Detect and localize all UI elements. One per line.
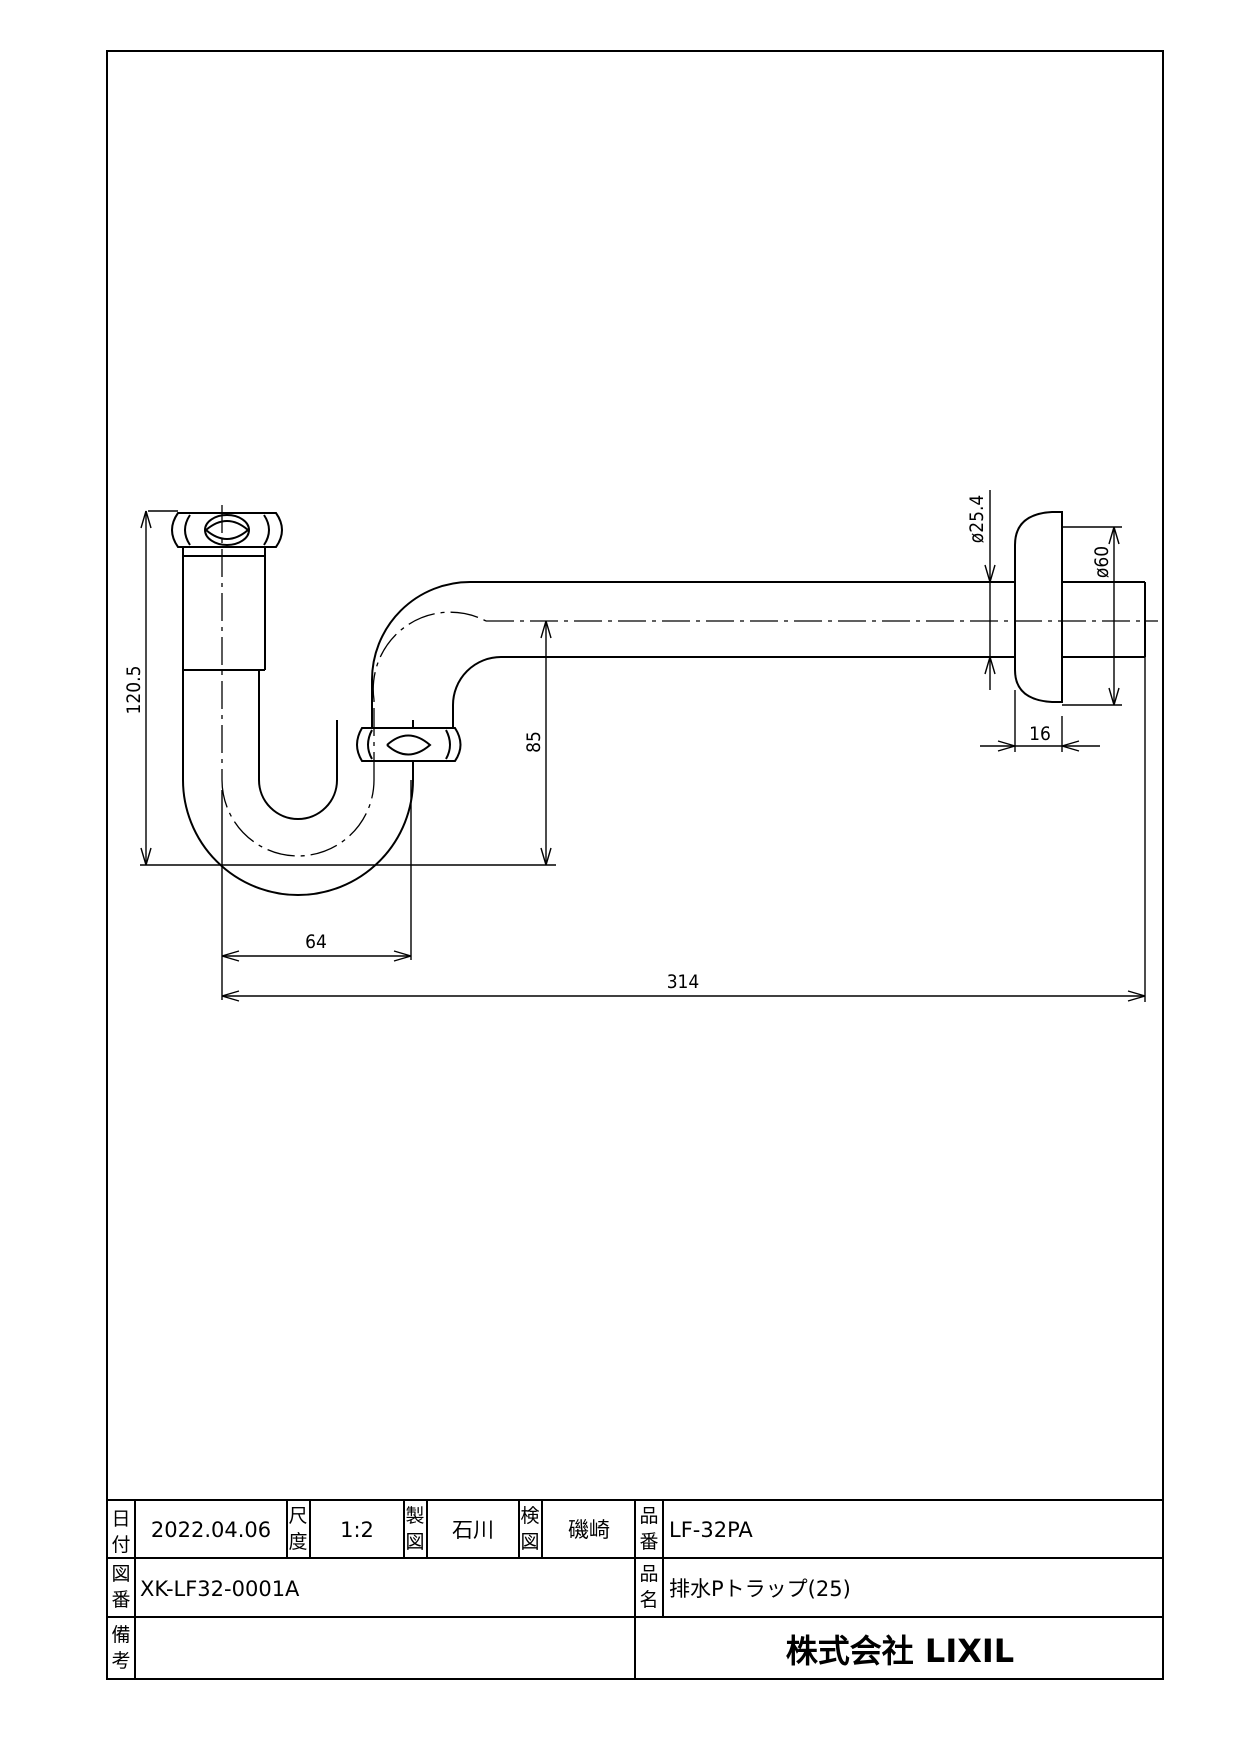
dim-trap-width: 64 xyxy=(305,931,327,953)
title-block xyxy=(107,1499,1163,1679)
drawing-no-label-1: 図 xyxy=(111,1563,130,1585)
part-no-value: LF-32PA xyxy=(669,1518,753,1542)
part-name-value: 排水Pトラップ(25) xyxy=(669,1577,851,1601)
date-label-2: 付 xyxy=(111,1534,130,1556)
scale-value: 1:2 xyxy=(340,1518,374,1542)
p-trap-drawing xyxy=(171,511,1146,896)
dim-height-total: 120.5 xyxy=(123,666,145,715)
scale-label-1: 尺 xyxy=(288,1505,307,1527)
remarks-label-2: 考 xyxy=(111,1650,130,1672)
dim-flange-diameter: ø60 xyxy=(1091,546,1113,578)
checked-label-2: 図 xyxy=(520,1531,539,1553)
dimension-labels: 120.5 85 64 314 ø25.4 ø60 16 xyxy=(123,495,1113,993)
dim-overall-length: 314 xyxy=(667,971,700,993)
date-value: 2022.04.06 xyxy=(151,1518,271,1542)
drawn-label-1: 製 xyxy=(405,1505,424,1527)
dim-height-outlet: 85 xyxy=(523,731,545,753)
company-logo: 株式会社 LIXIL xyxy=(786,1632,1014,1670)
center-lines xyxy=(221,505,1158,857)
u-bend-outer xyxy=(182,779,414,896)
dim-pipe-diameter: ø25.4 xyxy=(966,495,988,544)
middle-nut xyxy=(356,727,462,762)
part-name-label-2: 名 xyxy=(639,1589,658,1611)
drawing-no-label-2: 番 xyxy=(111,1589,130,1611)
remarks-label-1: 備 xyxy=(111,1624,130,1646)
part-no-label-2: 番 xyxy=(639,1531,658,1553)
part-no-label-1: 品 xyxy=(639,1505,658,1527)
wall-flange xyxy=(1014,511,1063,703)
title-block-text: 日 付 2022.04.06 尺 度 1:2 製 図 石川 検 図 磯崎 品 番… xyxy=(111,1505,1014,1672)
inlet-pipe xyxy=(182,547,266,780)
drawn-value: 石川 xyxy=(452,1518,494,1542)
checked-value: 磯崎 xyxy=(568,1518,610,1542)
u-bend-inner xyxy=(258,779,338,820)
date-label-1: 日 xyxy=(111,1508,130,1530)
top-nut xyxy=(171,512,283,548)
checked-label-1: 検 xyxy=(520,1505,539,1527)
part-name-label-1: 品 xyxy=(639,1563,658,1585)
dimension-lines xyxy=(140,490,1146,1002)
dim-flange-thickness: 16 xyxy=(1029,723,1051,745)
drawing-no-value: XK-LF32-0001A xyxy=(140,1577,300,1601)
drawn-label-2: 図 xyxy=(405,1531,424,1553)
scale-label-2: 度 xyxy=(288,1531,307,1553)
